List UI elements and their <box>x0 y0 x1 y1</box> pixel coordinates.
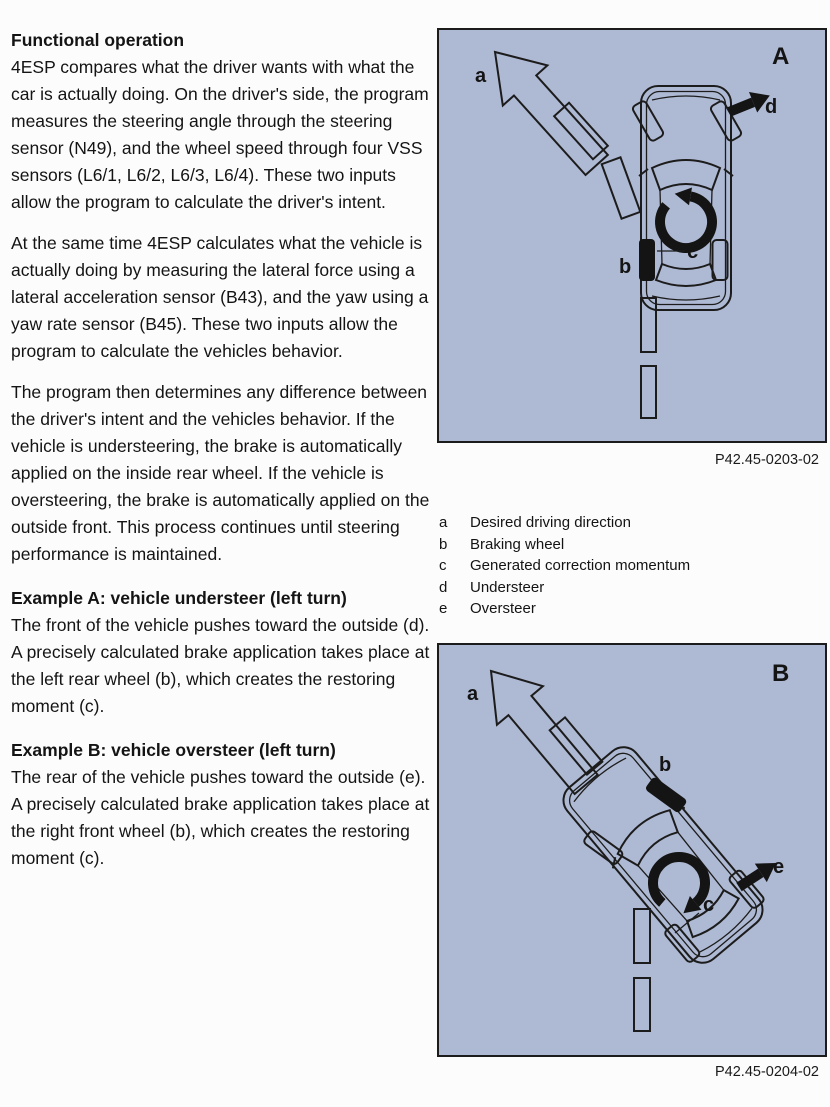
panel-label-b: B <box>772 660 789 687</box>
rear-right-wheel <box>711 239 729 281</box>
path-segment <box>633 977 651 1032</box>
front-left-wheel <box>631 100 665 142</box>
example-a-body: The front of the vehicle pushes toward t… <box>11 615 430 716</box>
rear-right-wheel <box>728 869 765 909</box>
section-heading: Functional operation <box>11 30 185 50</box>
legend-item-e: e Oversteer <box>439 600 536 617</box>
legend-item-c: c Generated correction momentum <box>439 557 691 574</box>
example-a-block: Example A: vehicle understeer (left turn… <box>11 585 435 720</box>
paragraph-functional-2: At the same time 4ESP calculates what th… <box>11 233 429 361</box>
figure-b-background <box>439 645 825 1055</box>
oversteer-arrow <box>736 863 776 892</box>
desired-direction-arrow <box>493 50 610 177</box>
label-a: a <box>475 65 487 87</box>
braking-wheel-left-rear <box>639 239 655 281</box>
rear-left-wheel <box>664 923 701 963</box>
label-b: b <box>659 754 671 776</box>
front-left-wheel <box>583 830 624 865</box>
example-a-heading: Example A: vehicle understeer (left turn… <box>11 588 347 608</box>
label-c-pointer <box>674 912 700 934</box>
legend-item-d: d Understeer <box>439 578 545 596</box>
figure-b-drawing: a b c e B <box>439 645 825 1055</box>
correction-moment-arrow-cw <box>648 851 710 914</box>
figure-legend: a Desired driving direction b Braking wh… <box>439 512 690 620</box>
understeer-arrow <box>727 92 770 117</box>
example-b-body: The rear of the vehicle pushes toward th… <box>11 767 430 868</box>
figure-a-caption: P42.45-0203-02 <box>715 452 819 468</box>
panel-label-a: A <box>772 43 789 70</box>
label-a: a <box>467 683 479 705</box>
label-b: b <box>619 256 631 278</box>
article-text: Functional operation 4ESP compares what … <box>11 27 435 886</box>
path-segment <box>640 365 657 419</box>
label-e: e <box>773 856 784 878</box>
example-b-block: Example B: vehicle oversteer (left turn)… <box>11 737 435 872</box>
figure-b-oversteer: a b c e B <box>437 643 827 1057</box>
desired-direction-arrow <box>489 669 600 796</box>
figure-a-drawing: a b c d A <box>439 30 825 441</box>
path-segment <box>548 715 604 777</box>
braking-wheel-right-front <box>646 777 687 813</box>
paragraph-functional-1: 4ESP compares what the driver wants with… <box>11 57 429 212</box>
figure-b-caption: P42.45-0204-02 <box>715 1064 819 1080</box>
car-top-view <box>562 746 765 964</box>
correction-moment-arrow-ccw <box>655 187 718 253</box>
front-right-wheel <box>709 100 743 142</box>
path-segment <box>552 101 610 161</box>
paragraph-functional-3: The program then determines any differen… <box>11 382 430 564</box>
label-c: c <box>687 241 698 263</box>
example-b-heading: Example B: vehicle oversteer (left turn) <box>11 740 336 760</box>
label-c: c <box>703 894 714 916</box>
legend-item-b: b Braking wheel <box>439 535 565 553</box>
figure-a-background <box>439 30 825 441</box>
label-d: d <box>765 96 777 118</box>
path-segment <box>600 156 642 220</box>
legend-item-a: a Desired driving direction <box>439 514 631 531</box>
figure-a-understeer: a b c d A <box>437 28 827 443</box>
path-segment <box>633 908 651 964</box>
car-top-view <box>638 85 734 311</box>
